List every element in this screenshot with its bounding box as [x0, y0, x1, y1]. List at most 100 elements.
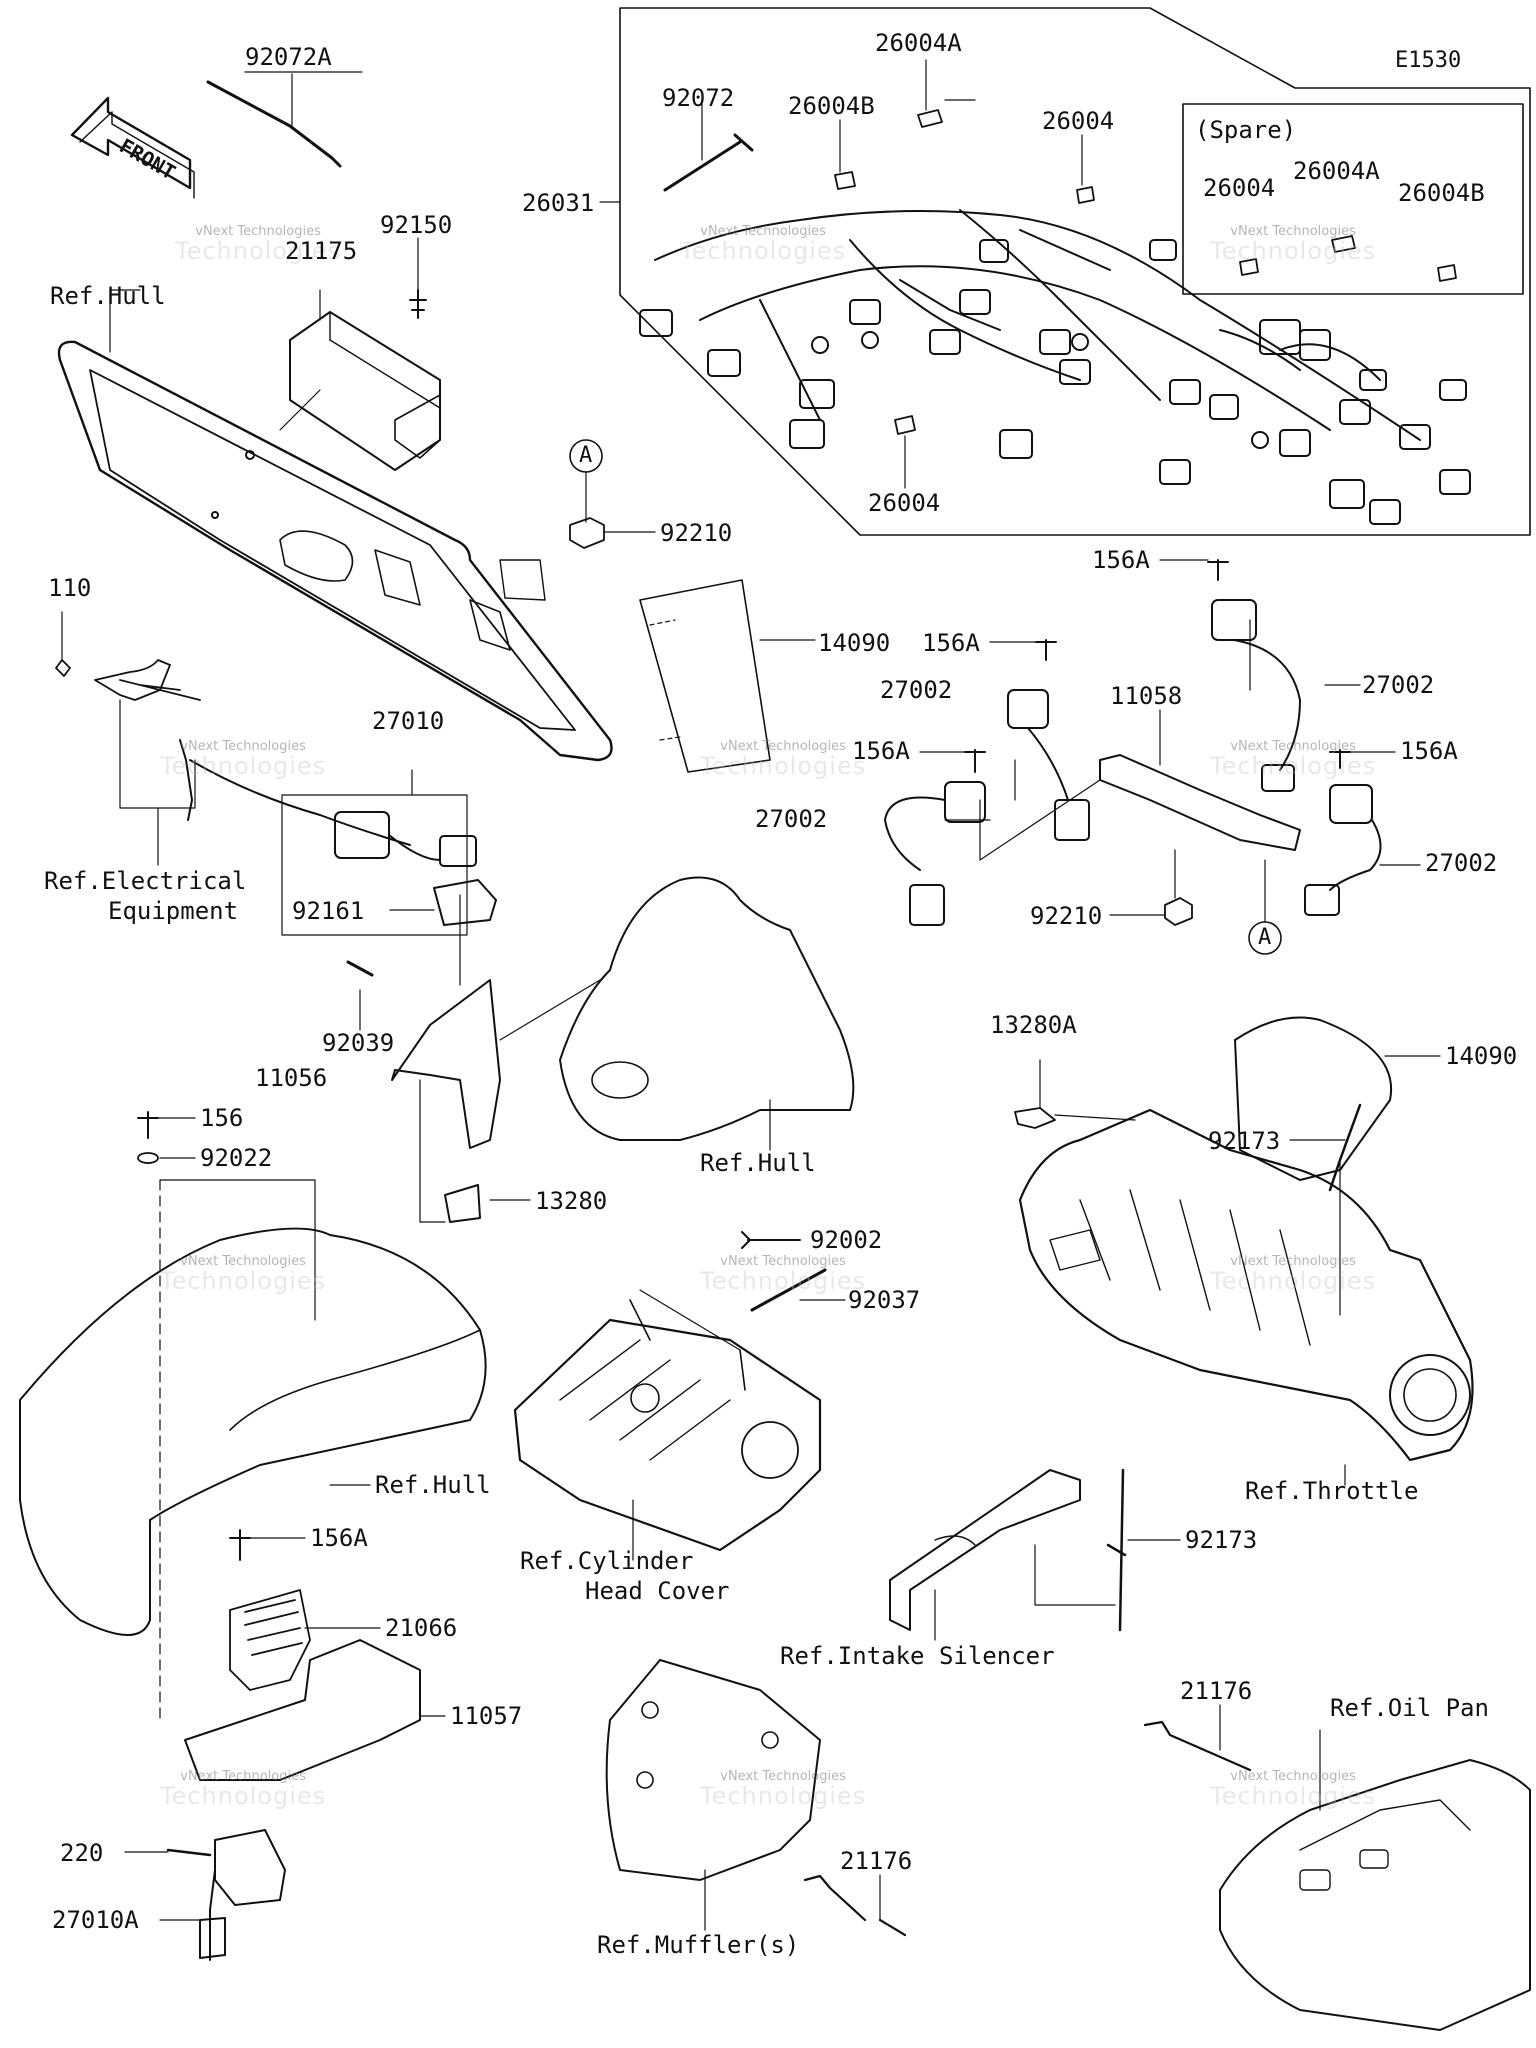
label-92022: 92022	[200, 1144, 273, 1172]
tie-92072A	[206, 80, 342, 168]
clamp-13280	[444, 1184, 481, 1223]
fuse-26004A-top	[917, 109, 943, 128]
cylinder-head-cover	[513, 1289, 822, 1552]
label-ref-throttle: Ref.Throttle	[1245, 1477, 1419, 1505]
label-ref-cylinder-2: Head Cover	[585, 1577, 730, 1605]
label-92161: 92161	[292, 897, 365, 925]
part-21175	[279, 289, 441, 471]
label-13280: 13280	[535, 1187, 608, 1215]
label-156A-b: 156A	[922, 629, 980, 657]
label-spare: (Spare)	[1195, 116, 1297, 144]
label-92039: 92039	[322, 1029, 395, 1057]
label-92072: 92072	[662, 84, 735, 112]
label-26004-bottom: 26004	[868, 489, 941, 517]
label-ref-cylinder: Ref.Cylinder	[520, 1547, 694, 1575]
clamp-13280A	[1014, 1107, 1056, 1129]
bracket-11057	[184, 1639, 421, 1781]
harness-group-frame	[619, 7, 1531, 536]
diagram-code: E1530	[1395, 48, 1462, 73]
label-ref-intake-silencer: Ref.Intake Silencer	[780, 1642, 1055, 1670]
oil-pan	[1219, 1759, 1531, 2031]
label-26004B-spare: 26004B	[1398, 179, 1485, 207]
label-27010A: 27010A	[52, 1906, 139, 1934]
label-21066: 21066	[385, 1614, 458, 1642]
label-156A-d: 156A	[1400, 737, 1458, 765]
label-156A-a: 156A	[1092, 546, 1150, 574]
label-21176-muffler: 21176	[840, 1847, 913, 1875]
label-27002-b: 27002	[1362, 671, 1435, 699]
label-21176-oilpan: 21176	[1180, 1677, 1253, 1705]
label-11056: 11056	[255, 1064, 328, 1092]
bolt-156A-d	[1329, 749, 1351, 769]
label-27010: 27010	[372, 707, 445, 735]
label-92173-lower: 92173	[1185, 1526, 1258, 1554]
label-13280A: 13280A	[990, 1011, 1077, 1039]
label-26004A-top: 26004A	[875, 29, 962, 57]
label-156: 156	[200, 1104, 244, 1132]
label-110: 110	[48, 574, 92, 602]
upper-hull-panel	[57, 289, 613, 762]
tie-92173-lower	[1106, 1468, 1127, 1632]
bolt-156A-lower	[229, 1529, 251, 1561]
label-156A-c: 156A	[852, 737, 910, 765]
label-156A-lower: 156A	[310, 1524, 368, 1552]
label-callout-A-upper: A	[579, 443, 593, 468]
spare-fuse-26004B	[1437, 264, 1457, 282]
bolt-156A-b	[1035, 639, 1057, 661]
bolt-110	[55, 659, 71, 677]
nut-92210-lower	[1164, 897, 1193, 926]
sheet-14090-upper	[639, 579, 771, 773]
label-27002-d: 27002	[1425, 849, 1498, 877]
sheet-14090-lower	[1234, 1016, 1393, 1181]
relays-27002	[884, 599, 1382, 926]
cover-92161	[433, 879, 497, 926]
bolt-156A-a	[1207, 559, 1229, 581]
bracket-11058	[1099, 754, 1301, 851]
throttle-body	[1018, 1108, 1474, 1462]
label-14090-lower: 14090	[1445, 1042, 1518, 1070]
fuse-26004-top	[1076, 186, 1095, 204]
label-92210-lower: 92210	[1030, 902, 1103, 930]
sensor-21176-muffler	[803, 1874, 907, 1937]
front-arrow-icon: FRONT	[70, 96, 195, 199]
label-26004B-top: 26004B	[788, 92, 875, 120]
sensor-ref-electrical	[94, 659, 201, 701]
spare-fuse-26004	[1239, 258, 1259, 276]
label-14090-upper: 14090	[818, 629, 891, 657]
spare-fuse-26004A	[1331, 235, 1356, 253]
sensor-21176-oilpan	[1143, 1720, 1252, 1772]
label-callout-A-lower: A	[1258, 925, 1272, 950]
label-26031: 26031	[522, 189, 595, 217]
intake-silencer-bracket	[889, 1469, 1081, 1631]
muffler-bracket	[605, 1659, 821, 1881]
label-ref-hull-middle: Ref.Hull	[700, 1149, 816, 1177]
label-220: 220	[60, 1839, 104, 1867]
hull-lower-left	[19, 1227, 487, 1636]
stud-92037	[750, 1268, 827, 1312]
label-92210-upper: 92210	[660, 519, 733, 547]
nut-92210-upper	[569, 517, 605, 549]
clip-92072	[663, 133, 754, 192]
label-21175: 21175	[285, 237, 358, 265]
bracket-11056	[391, 979, 501, 1149]
label-ref-electrical: Ref.Electrical	[44, 867, 247, 895]
bolt-156	[137, 1111, 159, 1139]
label-26004A-spare: 26004A	[1293, 157, 1380, 185]
label-11058: 11058	[1110, 682, 1183, 710]
label-27002-a: 27002	[880, 676, 953, 704]
fuse-26004-bottom	[894, 415, 916, 435]
hull-middle	[559, 876, 855, 1141]
wiring-harness-26031	[599, 201, 1471, 525]
label-92173-upper: 92173	[1208, 1127, 1281, 1155]
label-26004-spare: 26004	[1203, 174, 1276, 202]
relay-27010	[189, 759, 477, 936]
label-ref-hull-lower: Ref.Hull	[375, 1471, 491, 1499]
label-ref-muffler: Ref.Muffler(s)	[597, 1931, 800, 1959]
label-92002: 92002	[810, 1226, 883, 1254]
label-ref-electrical-2: Equipment	[108, 897, 239, 925]
bolt-156A-c	[964, 749, 986, 773]
label-92037: 92037	[848, 1286, 921, 1314]
fuse-26004B-top	[834, 171, 856, 190]
